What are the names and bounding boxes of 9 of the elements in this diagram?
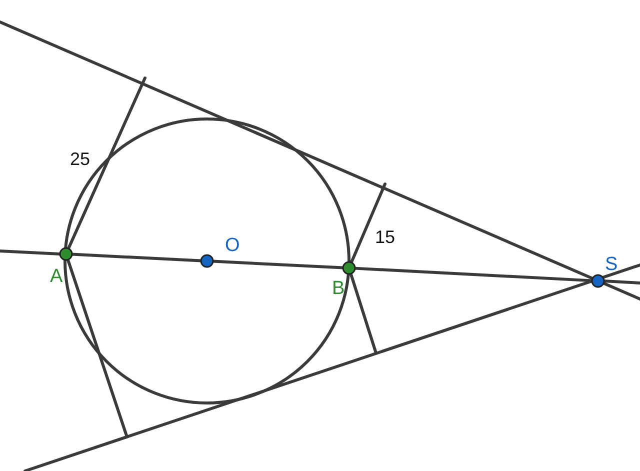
point-label: A xyxy=(50,266,63,287)
line-segment xyxy=(212,260,344,270)
point-label: O xyxy=(225,235,240,256)
line-segment xyxy=(72,252,202,262)
point-label: B xyxy=(332,278,345,299)
length-label: 15 xyxy=(375,227,396,247)
length-label: 25 xyxy=(70,149,90,169)
point-label: S xyxy=(605,254,618,275)
line-segment xyxy=(354,266,592,282)
